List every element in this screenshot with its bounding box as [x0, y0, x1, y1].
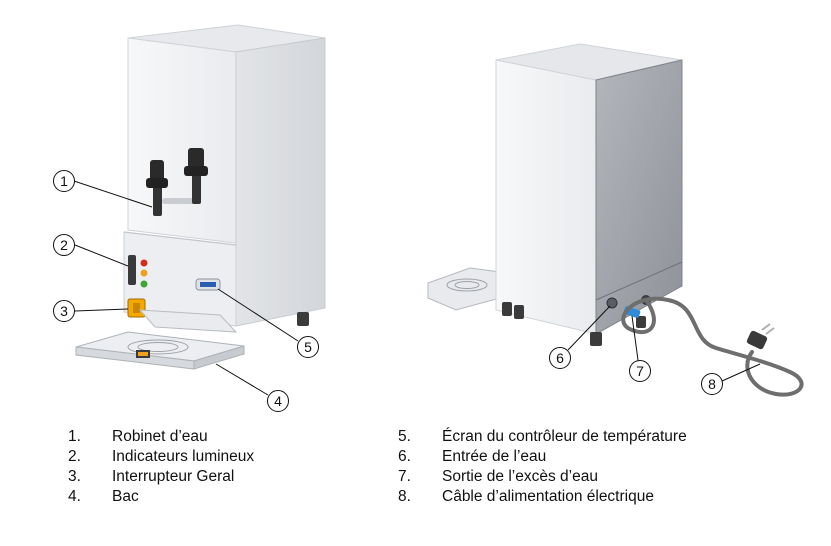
power-cable	[621, 296, 804, 397]
led-red	[140, 259, 148, 267]
legend-number: 7.	[398, 468, 411, 485]
legend-item: 5. Écran du contrôleur de température	[398, 427, 687, 447]
callout-circle-5	[297, 336, 319, 358]
unit-foot	[297, 312, 309, 326]
legend-label: Entrée de l’eau	[442, 448, 547, 465]
unit-front-upper	[127, 37, 237, 244]
indicator-panel	[128, 255, 136, 285]
power-plug	[746, 323, 775, 350]
unit-side	[235, 37, 326, 327]
callout-number-2: 2	[60, 237, 68, 253]
legend-item: 7. Sortie de l’excès d’eau	[398, 467, 687, 487]
legend-left-column: 1. Robinet d’eau 2. Indicateurs lumineux…	[68, 427, 254, 507]
callout-circle-6	[549, 347, 571, 369]
legend-number: 6.	[398, 448, 411, 465]
front-view-unit	[75, 24, 326, 370]
callout-number-3: 3	[60, 303, 68, 319]
callout-circle-7	[629, 360, 651, 382]
tray-upper	[138, 309, 238, 333]
rear-back-panel	[595, 59, 683, 335]
led-amber	[140, 269, 148, 277]
callouts: 1 2 3 4 5 6 7 8	[53, 170, 761, 412]
legend-number: 8.	[398, 488, 411, 505]
legend-right-column: 5. Écran du contrôleur de température 6.…	[398, 427, 687, 507]
legend-label: Sortie de l’excès d’eau	[442, 468, 598, 485]
callout-circle-1	[53, 170, 75, 192]
legend-label: Écran du contrôleur de température	[442, 428, 687, 445]
legend-item: 3. Interrupteur Geral	[68, 467, 254, 487]
drip-tray	[75, 331, 245, 370]
legend-label: Bac	[112, 488, 139, 505]
water-inlet	[606, 297, 618, 309]
legend-item: 6. Entrée de l’eau	[398, 447, 687, 467]
legend-label: Indicateurs lumineux	[112, 448, 255, 465]
legend-label: Câble d’alimentation électrique	[442, 488, 654, 505]
callout-circle-3	[53, 300, 75, 322]
callout-circle-4	[267, 390, 289, 412]
callout-number-4: 4	[274, 393, 282, 409]
rear-foot	[502, 302, 512, 316]
callout-circle-8	[701, 373, 723, 395]
legend-label: Robinet d’eau	[112, 428, 208, 445]
legend-number: 4.	[68, 488, 81, 505]
callout-number-1: 1	[60, 173, 68, 189]
legend-item: 1. Robinet d’eau	[68, 427, 254, 447]
legend-number: 3.	[68, 468, 81, 485]
tap-right	[184, 148, 208, 204]
callout-number-6: 6	[556, 350, 564, 366]
rear-unit-side	[495, 59, 597, 335]
callout-circle-2	[53, 234, 75, 256]
rear-tray	[427, 267, 501, 311]
legend-number: 1.	[68, 428, 81, 445]
legend-label: Interrupteur Geral	[112, 468, 235, 485]
tap-bar	[162, 198, 196, 204]
tap-left	[146, 160, 168, 216]
legend-item: 8. Câble d’alimentation électrique	[398, 487, 687, 507]
led-green	[140, 280, 148, 288]
callout-number-7: 7	[636, 363, 644, 379]
legend-item: 4. Bac	[68, 487, 254, 507]
callout-number-5: 5	[304, 339, 312, 355]
callout-number-8: 8	[708, 376, 716, 392]
legend-number: 2.	[68, 448, 81, 465]
legend-item: 2. Indicateurs lumineux	[68, 447, 254, 467]
rear-view-unit	[427, 43, 804, 397]
legend-number: 5.	[398, 428, 411, 445]
